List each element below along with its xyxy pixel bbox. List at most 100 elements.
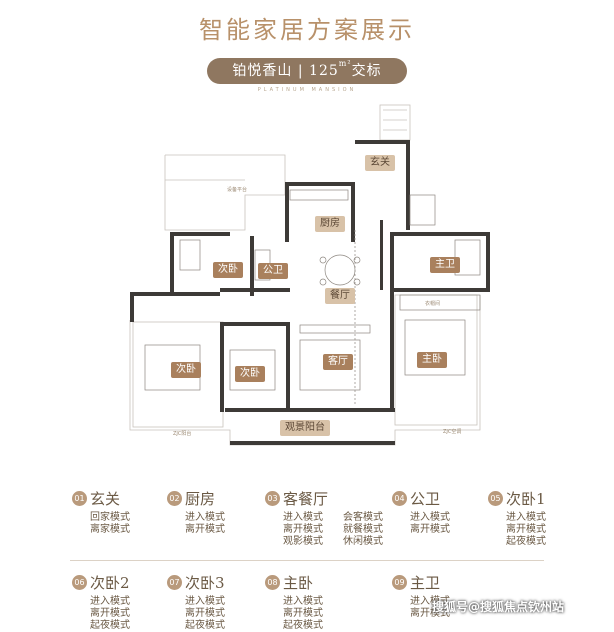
legend-num: 07 xyxy=(167,575,182,590)
badge-suffix: 交标 xyxy=(351,63,382,79)
chair-2 xyxy=(353,256,361,264)
mode: 起夜模式 xyxy=(506,536,546,547)
legend-name: 次卧1 xyxy=(506,490,546,508)
wall-master-top xyxy=(390,288,490,292)
wall-living-bottom xyxy=(225,408,395,412)
bed-master xyxy=(404,319,466,376)
mode: 会客模式 xyxy=(343,512,383,523)
badge-area: 125 xyxy=(309,63,339,79)
wall-living-divider xyxy=(380,220,383,290)
legend-name: 厨房 xyxy=(185,490,216,508)
room-label-balcony: 观景阳台 xyxy=(280,420,330,436)
project-subline: PLATINUM MANSION xyxy=(257,87,357,93)
wall-bed2-bottom xyxy=(220,288,290,292)
legend-modes: 进入模式 离开模式 xyxy=(410,512,512,536)
wall-bed3-top xyxy=(220,322,290,326)
room-label-master-bath: 主卫 xyxy=(430,257,460,273)
badge-separator: | xyxy=(297,63,304,79)
mode: 观影模式 xyxy=(283,536,323,547)
legend-num: 04 xyxy=(392,491,407,506)
legend-modes: 进入模式 离开模式 起夜模式 xyxy=(506,512,608,548)
legend-name: 主卫 xyxy=(410,574,441,592)
project-name: 铂悦香山 xyxy=(232,63,293,79)
fridge xyxy=(409,194,436,226)
legend-num: 09 xyxy=(392,575,407,590)
wall-balcony-bottom xyxy=(230,441,395,445)
legend-name: 玄关 xyxy=(90,490,121,508)
room-label-second-bed: 次卧 xyxy=(213,262,243,278)
note-equip: 设备平台 xyxy=(227,187,248,193)
legend-modes: 回家模式 离家模式 xyxy=(90,512,192,536)
room-label-fourth-bed: 次卧 xyxy=(235,366,265,382)
badge-unit: m² xyxy=(338,59,352,68)
room-label-entrance: 玄关 xyxy=(365,155,395,171)
mode: 进入模式 xyxy=(410,512,450,523)
legend-name: 客餐厅 xyxy=(283,490,329,508)
watermark: 搜狐号@搜狐焦点钦州站 xyxy=(432,600,565,614)
floor-plan: 玄关 厨房 餐厅 客厅 公卫 次卧 次卧 次卧 主卧 主卫 观景阳台 ZJC阳台… xyxy=(125,100,495,454)
note-left-bottom: ZJC阳台 xyxy=(173,431,192,437)
mode: 离开模式 xyxy=(283,524,323,535)
mode: 进入模式 xyxy=(90,596,130,607)
room-label-kitchen: 厨房 xyxy=(315,216,345,232)
dining-table xyxy=(324,254,356,286)
chair-1 xyxy=(319,256,327,264)
mode: 进入模式 xyxy=(185,596,225,607)
room-label-third-bed: 次卧 xyxy=(171,362,201,378)
legend-modes: 进入模式 离开模式 起夜模式 xyxy=(283,596,385,632)
wall-kitchen-top xyxy=(285,182,355,186)
wardrobe xyxy=(399,294,481,311)
mode: 离开模式 xyxy=(283,608,323,619)
wall-kitchen-right xyxy=(351,182,355,242)
legend-num: 01 xyxy=(72,491,87,506)
wall-entrance-right xyxy=(406,140,410,230)
mode: 进入模式 xyxy=(506,512,546,523)
equip-platform-outline xyxy=(164,154,286,231)
legend-num: 03 xyxy=(265,491,280,506)
legend-name: 次卧3 xyxy=(185,574,225,592)
legend-divider xyxy=(70,560,544,561)
mode: 离开模式 xyxy=(90,608,130,619)
wall-master-bath-top xyxy=(390,232,490,236)
wall-left-top xyxy=(130,292,220,296)
note-wardrobe: 衣帽间 xyxy=(425,301,441,307)
wall-top-entrance xyxy=(355,140,410,144)
mode: 进入模式 xyxy=(283,512,323,523)
mode: 离开模式 xyxy=(410,524,450,535)
room-label-master-bed: 主卧 xyxy=(417,352,447,368)
page-title: 智能家居方案展示 xyxy=(199,16,415,44)
legend-name: 主卧 xyxy=(283,574,314,592)
bed-bed3 xyxy=(229,349,276,391)
wall-bed-divider xyxy=(220,322,224,412)
floor-plan-drawing xyxy=(129,104,490,446)
tv-wall xyxy=(299,324,371,334)
wall-bath-left xyxy=(250,236,254,296)
kitchen-counter xyxy=(289,189,349,201)
mode: 离开模式 xyxy=(185,608,225,619)
legend-name: 次卧2 xyxy=(90,574,130,592)
wall-master-bath-right xyxy=(486,232,490,292)
wall-bed3-right xyxy=(286,322,290,412)
wall-left-side xyxy=(130,292,134,322)
project-badge: 铂悦香山 | 125m²交标 xyxy=(207,58,407,84)
chair-4 xyxy=(353,278,361,286)
wall-left-bed-left xyxy=(170,232,174,292)
mode: 离家模式 xyxy=(90,524,130,535)
sofa xyxy=(299,339,361,391)
mode: 回家模式 xyxy=(90,512,130,523)
legend-name: 公卫 xyxy=(410,490,441,508)
room-label-public-bath: 公卫 xyxy=(258,263,288,279)
wall-left-bed-top xyxy=(170,232,230,236)
legend-modes: 进入模式 会客模式 离开模式 就餐模式 观影模式 休闲模式 xyxy=(283,512,395,548)
mode: 离开模式 xyxy=(410,608,450,619)
room-label-dining: 餐厅 xyxy=(325,288,355,304)
legend-num: 08 xyxy=(265,575,280,590)
mode: 进入模式 xyxy=(185,512,225,523)
